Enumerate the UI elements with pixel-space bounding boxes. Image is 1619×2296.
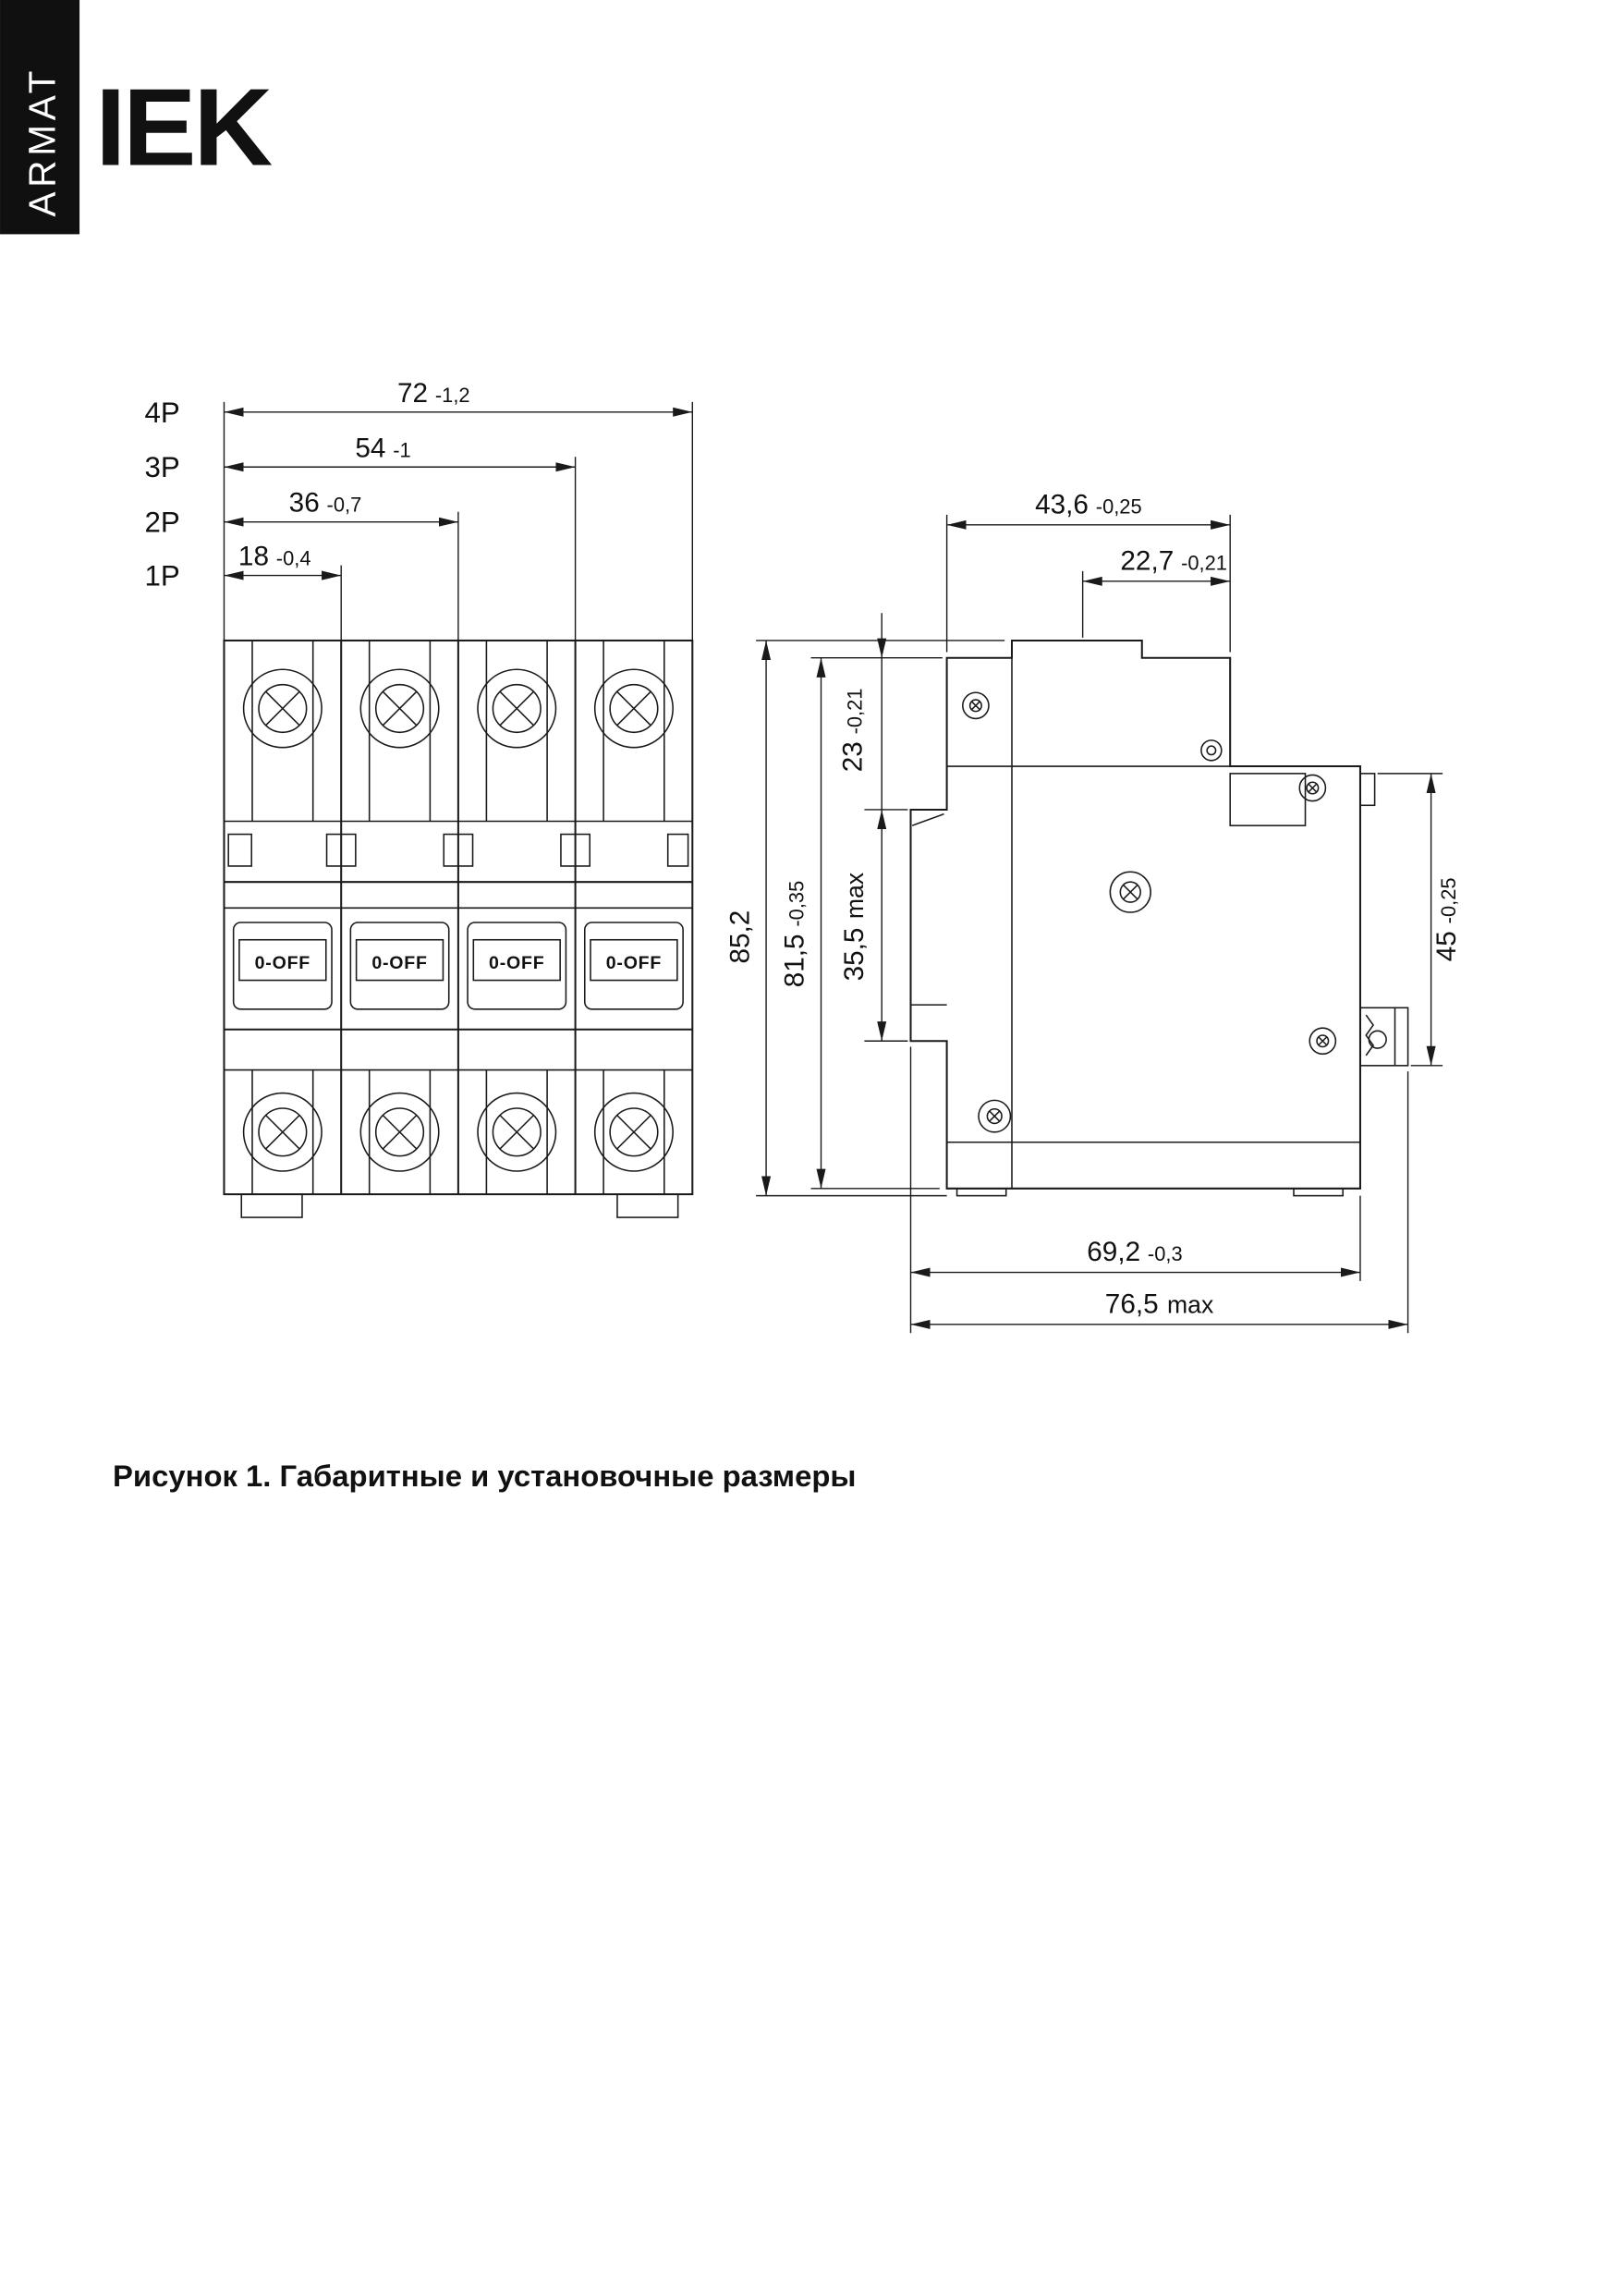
figure-caption: Рисунок 1. Габаритные и установочные раз… — [113, 1459, 856, 1493]
brand-sidebar-bar — [0, 0, 80, 235]
front-extension-lines — [223, 401, 694, 641]
pole-label-2p: 2P — [144, 507, 179, 539]
terminal-screw-icon — [593, 668, 674, 749]
dim-width-4p: 72-1,2 — [397, 378, 470, 409]
terminal-screw-icon — [242, 1092, 323, 1172]
toggle-label: 0-OFF — [606, 953, 662, 973]
dim-top-width: 43,6-0,25 — [1035, 489, 1142, 519]
dim-top-section-height: 23-0,21 — [837, 689, 868, 773]
mounting-foot — [240, 1193, 303, 1218]
dim-upper-width: 22,7-0,21 — [1120, 545, 1227, 576]
terminal-screw-icon — [242, 668, 323, 749]
toggle-label: 0-OFF — [489, 953, 544, 973]
case-screw-icon — [962, 691, 990, 720]
toggle-label: 0-OFF — [371, 953, 427, 973]
side-view-dimensions: 43,6-0,25 22,7-0,21 23-0,21 35,5max 81,5… — [724, 489, 1462, 1334]
front-view-body: 0-OFF 0-OFF 0-OFF 0-OFF — [223, 639, 694, 1218]
toggle-label: 0-OFF — [255, 953, 310, 973]
dim-panel-height: 45-0,25 — [1431, 877, 1462, 961]
mounting-foot — [616, 1193, 679, 1218]
side-extension-lines — [756, 514, 1443, 1334]
mounting-foot — [956, 1188, 1007, 1197]
terminal-screw-icon — [359, 1092, 440, 1172]
dim-body-height: 81,5-0,35 — [780, 881, 810, 988]
front-view: 0-OFF 0-OFF 0-OFF 0-OFF — [144, 378, 694, 1218]
dim-total-height: 85,2 — [724, 910, 755, 964]
top-terminal-cages — [251, 640, 665, 822]
dim-body-depth: 69,2-0,3 — [1087, 1237, 1182, 1267]
front-view-dimensions: 4P 3P 2P 1P 72-1,2 54-1 36-0,7 18-0,4 — [144, 378, 694, 641]
brand-sidebar: ARMAT — [0, 0, 80, 235]
toggle-levers: 0-OFF 0-OFF 0-OFF 0-OFF — [232, 922, 684, 1010]
brand-logo: IEK — [95, 66, 272, 189]
rear-rib — [1229, 773, 1307, 826]
terminal-screw-icon — [359, 668, 440, 749]
dim-width-3p: 54-1 — [355, 433, 410, 463]
case-screw-icon — [1309, 1027, 1337, 1056]
case-screw-icon — [978, 1099, 1012, 1133]
side-view: 43,6-0,25 22,7-0,21 23-0,21 35,5max 81,5… — [724, 489, 1462, 1334]
mid-tabs — [227, 833, 689, 867]
pole-label-1p: 1P — [144, 560, 179, 592]
case-screw-icon — [1109, 871, 1151, 913]
mounting-foot — [1293, 1188, 1344, 1197]
dim-front-protrusion: 35,5max — [839, 873, 870, 981]
side-view-body — [909, 639, 1409, 1197]
terminal-screw-icon — [477, 1092, 557, 1172]
pole-label-4p: 4P — [144, 397, 179, 429]
din-latch — [1359, 1007, 1409, 1067]
din-fixed-hook — [1359, 773, 1376, 807]
bottom-terminal-cages — [251, 1069, 665, 1195]
terminal-screw-icon — [593, 1092, 674, 1172]
dim-width-2p: 36-0,7 — [289, 488, 362, 519]
dim-width-1p: 18-0,4 — [238, 542, 311, 572]
case-screw-icon — [1298, 774, 1327, 802]
pole-label-3p: 3P — [144, 451, 179, 483]
case-screw-icon — [1200, 739, 1223, 762]
brand-series-label: ARMAT — [20, 67, 63, 217]
terminal-screw-icon — [477, 668, 557, 749]
